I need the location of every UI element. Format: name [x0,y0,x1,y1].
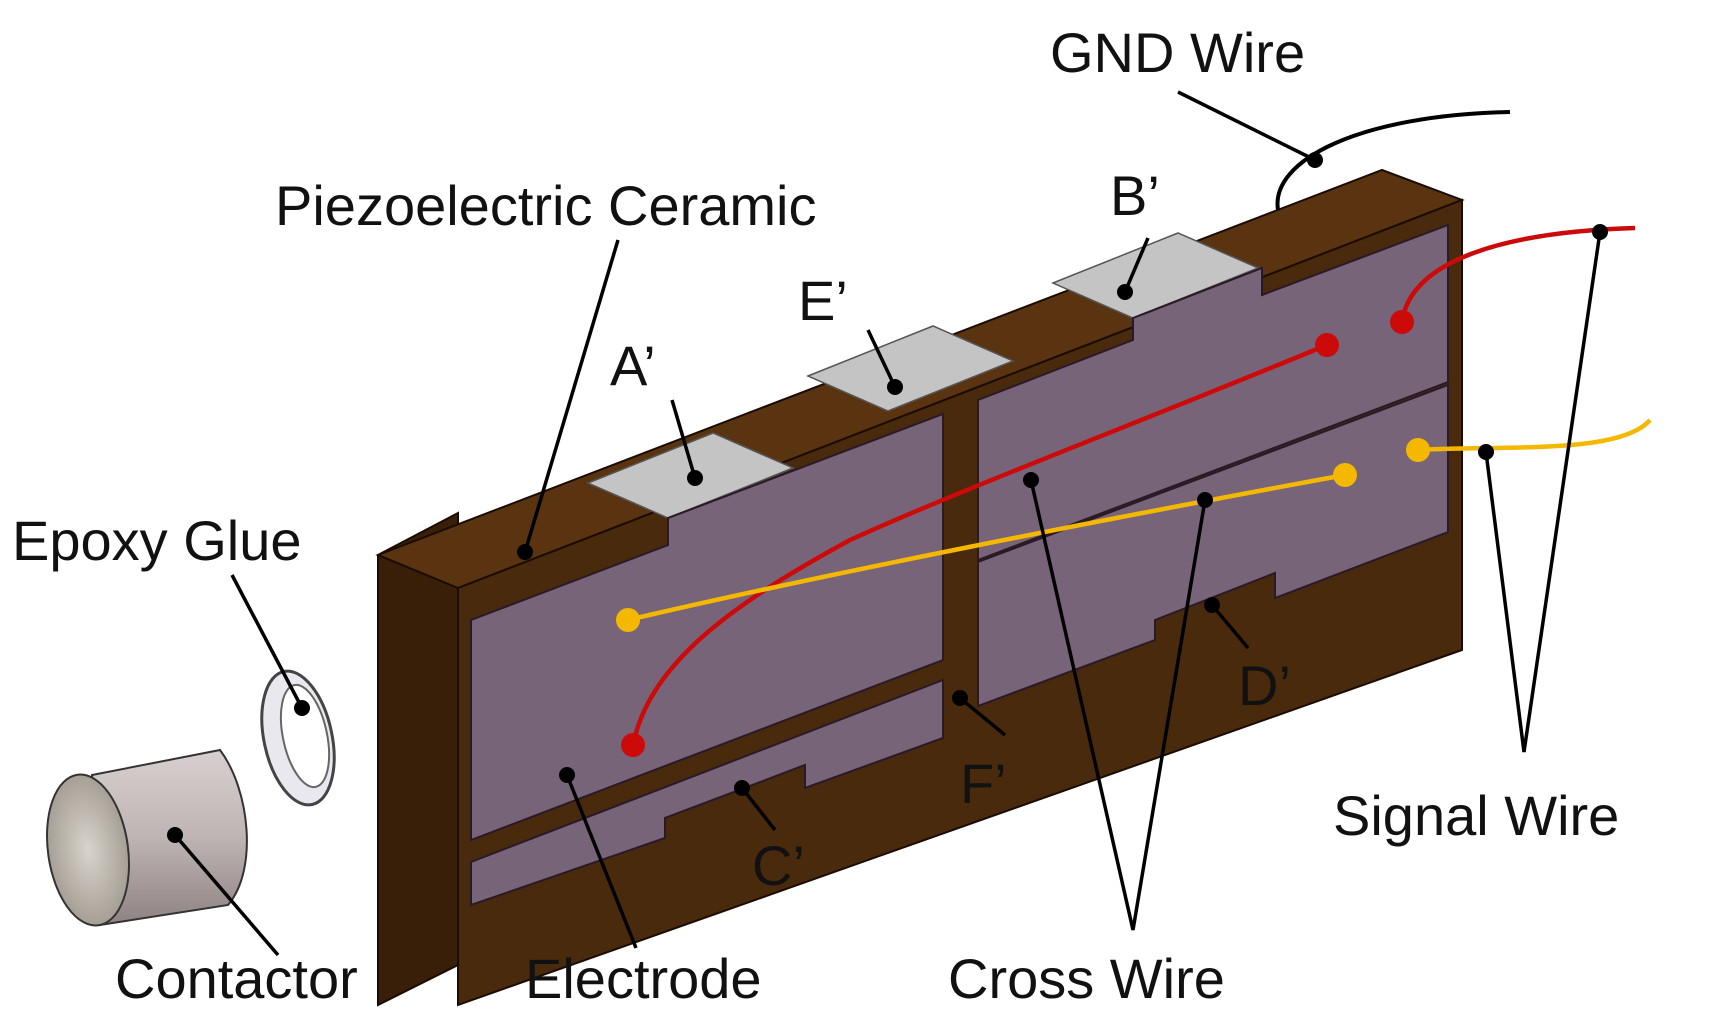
signal-wire-yellow [1417,418,1652,453]
label-signal-wire: Signal Wire [1333,784,1619,847]
leader-lines [167,90,1608,957]
gnd-wire [1275,110,1511,211]
labels: GND Wire Piezoelectric Ceramic B’ E’ A’ … [12,21,1619,1010]
solder-dot-red-cross-start [621,733,645,757]
electrode-pad-b-prime [1051,232,1260,319]
label-f-prime: F’ [960,752,1007,815]
label-piezoelectric-ceramic: Piezoelectric Ceramic [275,174,817,237]
electrode-pad-e-prime [806,325,1015,412]
wires [616,110,1652,757]
solder-dot-yellow-cross-end [1333,463,1357,487]
electrode-bottom-right [977,383,1449,708]
epoxy-glue-ring [260,669,336,807]
label-d-prime: D’ [1238,654,1291,717]
label-a-prime: A’ [610,334,656,397]
solder-dot-yellow-cross-start [616,608,640,632]
solder-dot-red-cross-end [1315,333,1339,357]
label-epoxy-glue: Epoxy Glue [12,509,302,572]
cross-wire-red [630,342,1328,746]
label-contactor: Contactor [115,947,358,1010]
label-b-prime: B’ [1110,164,1160,227]
contactor-end-cap [46,773,130,927]
label-e-prime: E’ [798,269,848,332]
electrode-top-left [470,412,944,842]
solder-dot-red-signal [1390,310,1414,334]
label-c-prime: C’ [752,834,805,897]
electrode-bottom-left [470,678,944,907]
ceramic-side-face [377,511,459,1007]
label-electrode: Electrode [525,947,762,1010]
label-cross-wire: Cross Wire [948,947,1225,1010]
label-gnd-wire: GND Wire [1050,21,1305,84]
cross-wire-yellow [627,472,1346,623]
contactor-cylinder [46,748,248,927]
signal-wire-red [1399,225,1636,323]
solder-dot-yellow-signal [1406,438,1430,462]
